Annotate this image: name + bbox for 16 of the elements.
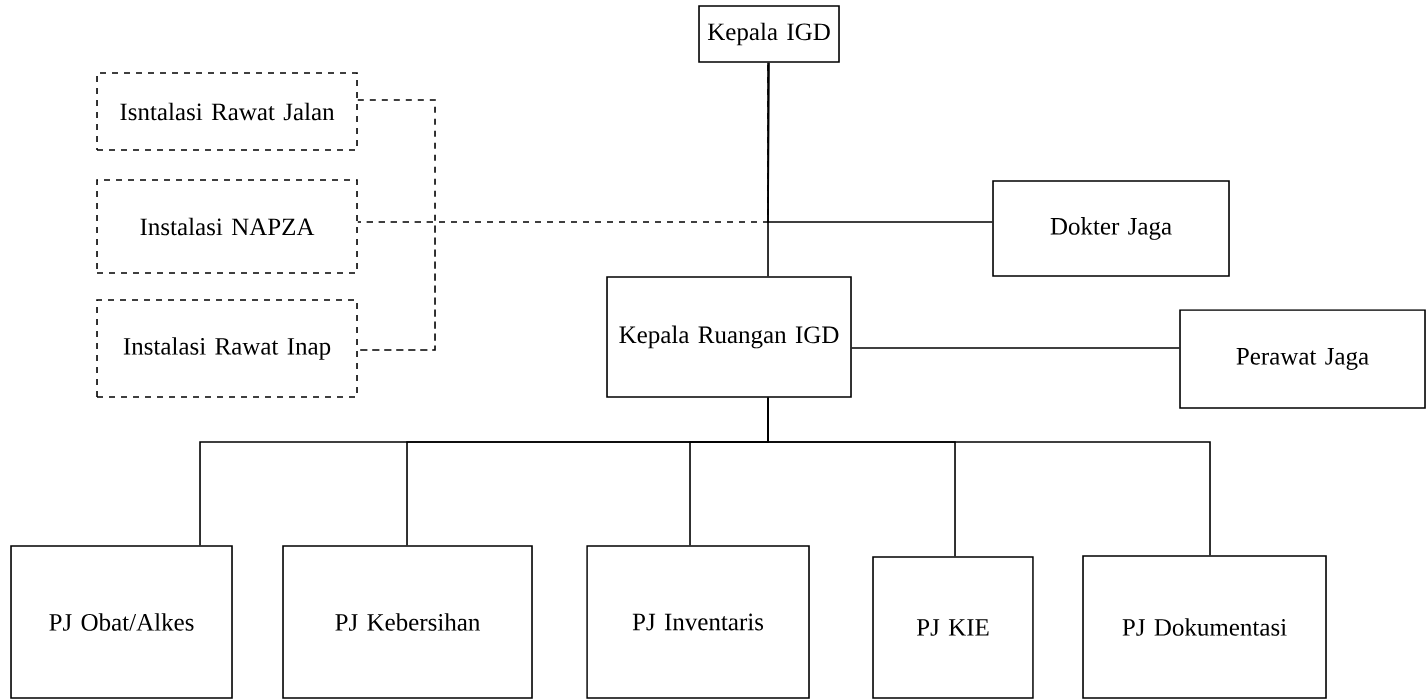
box: Kepala IGD <box>698 5 840 63</box>
connector <box>767 62 769 277</box>
box: PJ Kebersihan <box>282 545 533 699</box>
box: PJ KIE <box>872 556 1034 699</box>
dashed-box: Instalasi Rawat Inap <box>96 299 358 398</box>
connector <box>767 62 993 223</box>
connector <box>851 347 1180 349</box>
connector <box>767 397 1211 556</box>
box: Perawat Jaga <box>1179 309 1426 409</box>
box: PJ Dokumentasi <box>1082 555 1327 699</box>
dashed-box: Instalasi NAPZA <box>96 179 358 274</box>
box: PJ Inventaris <box>586 545 810 699</box>
box: PJ Obat/Alkes <box>10 545 233 699</box>
box: Dokter Jaga <box>992 180 1230 277</box>
box: Kepala Ruangan IGD <box>606 276 852 398</box>
dashed-box: Isntalasi Rawat Jalan <box>96 72 358 151</box>
